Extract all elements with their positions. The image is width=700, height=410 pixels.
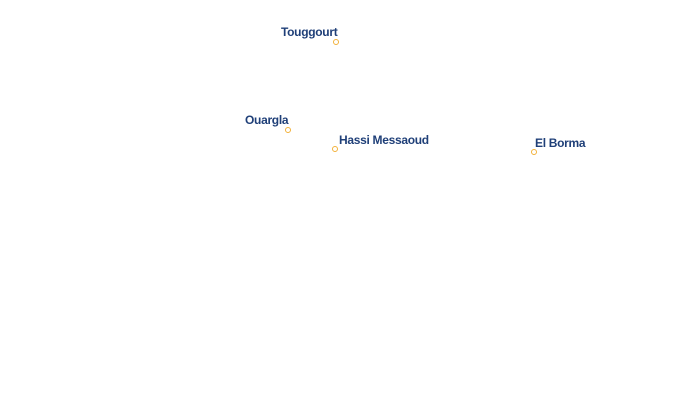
city-dot-icon[interactable] xyxy=(531,149,537,155)
city-dot-icon[interactable] xyxy=(333,39,339,45)
city-label-ouargla: Ouargla xyxy=(245,113,289,127)
city-label-touggourt: Touggourt xyxy=(281,25,338,39)
city-label-hassi-messaoud: Hassi Messaoud xyxy=(339,133,429,147)
city-label-el-borma: El Borma xyxy=(535,136,586,150)
city-dot-icon[interactable] xyxy=(332,146,338,152)
city-dot-icon[interactable] xyxy=(285,127,291,133)
